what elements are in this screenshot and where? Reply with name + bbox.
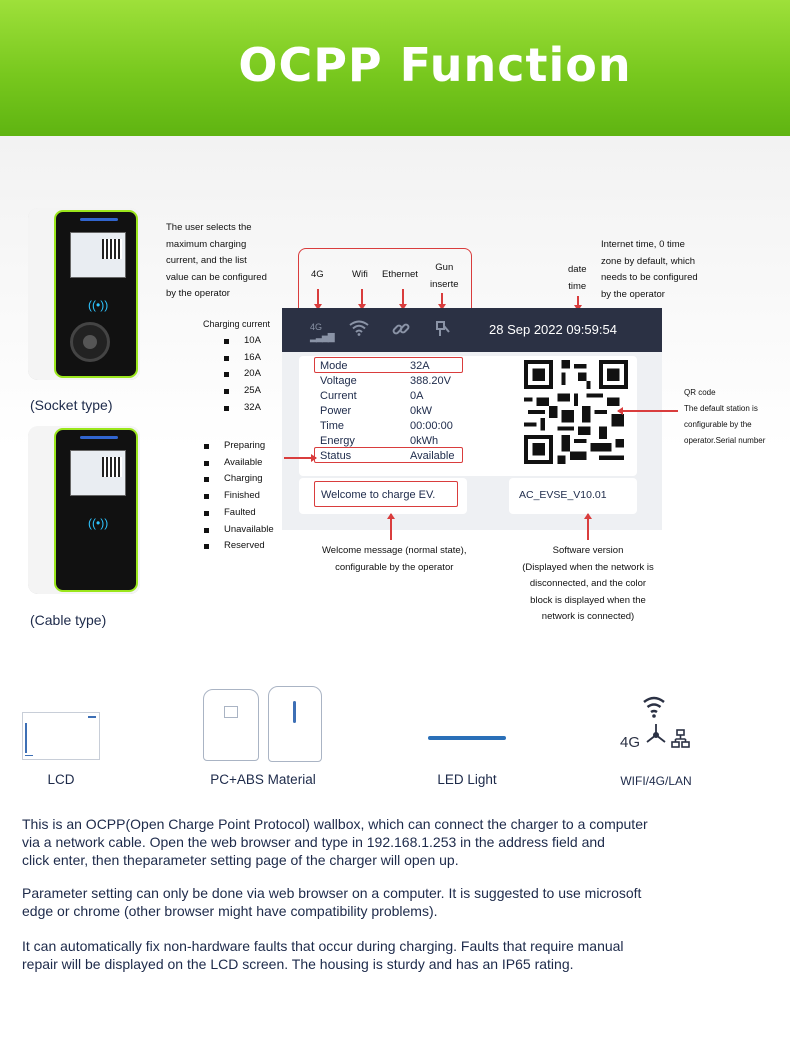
feature-network: WIFI/4G/LAN <box>620 774 692 788</box>
arrow-4g <box>314 289 321 310</box>
led-light-bar-icon <box>428 736 506 740</box>
housing-side-icon <box>268 686 322 762</box>
version-box <box>509 478 637 514</box>
wifi-icon <box>349 320 369 341</box>
label-gun-inserted: Gun inserte <box>430 262 459 290</box>
label-ethernet: Ethernet <box>382 269 418 280</box>
page-title: OCPP Function <box>238 38 632 92</box>
description-paragraph-1: This is an OCPP(Open Charge Point Protoc… <box>22 816 648 868</box>
display-header: 4G▂▃▅▇ 28 Sep 2022 09:59:54 <box>282 308 662 352</box>
internet-time-note: Internet time, 0 time zone by default, w… <box>601 239 698 300</box>
qr-code-note: QR code The default station is configura… <box>684 388 766 445</box>
label-wifi: Wifi <box>352 269 368 280</box>
current-list: 10A 16A 20A 25A 32A <box>224 333 261 417</box>
list-item: Unavailable <box>204 522 274 539</box>
description-paragraph-2: Parameter setting can only be done via w… <box>22 885 642 919</box>
list-item: Faulted <box>204 505 274 522</box>
date-time-note: date time <box>568 264 587 292</box>
list-item: Available <box>204 455 274 472</box>
label-4g: 4G <box>311 269 324 280</box>
gun-plug-icon <box>435 320 451 343</box>
network-4g-label: 4G <box>620 734 641 751</box>
banner: OCPP Function <box>0 0 790 136</box>
welcome-highlight <box>314 481 458 507</box>
list-item: 10A <box>224 333 261 350</box>
socket-type-caption: (Socket type) <box>30 397 113 413</box>
charging-current-label: Charging current <box>203 319 271 329</box>
max-current-note: The user selects the maximum charging cu… <box>166 222 267 299</box>
network-icon: 4G <box>618 692 696 756</box>
welcome-box <box>299 478 467 514</box>
arrow-to-qr <box>617 407 678 414</box>
rfid-icon: ((•)) <box>88 298 109 312</box>
welcome-message-note: Welcome message (normal state), configur… <box>322 545 467 573</box>
lcd-screen <box>70 450 126 496</box>
arrow-wifi <box>358 289 365 310</box>
arrow-ethernet <box>399 289 406 310</box>
cable-type-caption: (Cable type) <box>30 612 107 628</box>
feature-lcd: LCD <box>47 772 75 787</box>
list-item: Charging <box>204 471 274 488</box>
list-item: 32A <box>224 400 261 417</box>
mode-highlight <box>314 357 463 373</box>
list-item: Reserved <box>204 538 274 555</box>
list-item: Preparing <box>204 438 274 455</box>
arrow-gun <box>438 293 445 310</box>
arrow-to-welcome <box>387 513 394 540</box>
display-datetime: 28 Sep 2022 09:59:54 <box>489 322 617 337</box>
feature-material: PC+ABS Material <box>210 772 316 787</box>
ethernet-link-icon <box>392 320 410 343</box>
cable-type-wallbox-image: ((•)) <box>28 426 140 594</box>
socket-type-wallbox-image: ((•)) <box>28 208 140 380</box>
lcd-outline-icon <box>22 712 100 760</box>
software-version-note: Software version (Displayed when the net… <box>522 545 654 622</box>
charging-socket <box>70 322 110 362</box>
rfid-icon: ((•)) <box>88 516 109 530</box>
list-item: 25A <box>224 383 261 400</box>
list-item: 16A <box>224 350 261 367</box>
arrow-to-status <box>284 454 317 461</box>
software-version: AC_EVSE_V10.01 <box>519 489 607 501</box>
status-highlight <box>314 447 463 463</box>
feature-led: LED Light <box>437 772 497 787</box>
qr-code-image <box>524 360 628 464</box>
list-item: 20A <box>224 366 261 383</box>
housing-front-icon <box>203 689 259 761</box>
description-paragraph-3: It can automatically fix non-hardware fa… <box>22 938 624 972</box>
status-list: Preparing Available Charging Finished Fa… <box>204 438 274 555</box>
welcome-message: Welcome to charge EV. <box>321 489 436 501</box>
list-item: Finished <box>204 488 274 505</box>
lcd-screen <box>70 232 126 278</box>
arrow-to-version <box>584 513 591 540</box>
signal-4g-icon: 4G▂▃▅▇ <box>310 322 335 342</box>
